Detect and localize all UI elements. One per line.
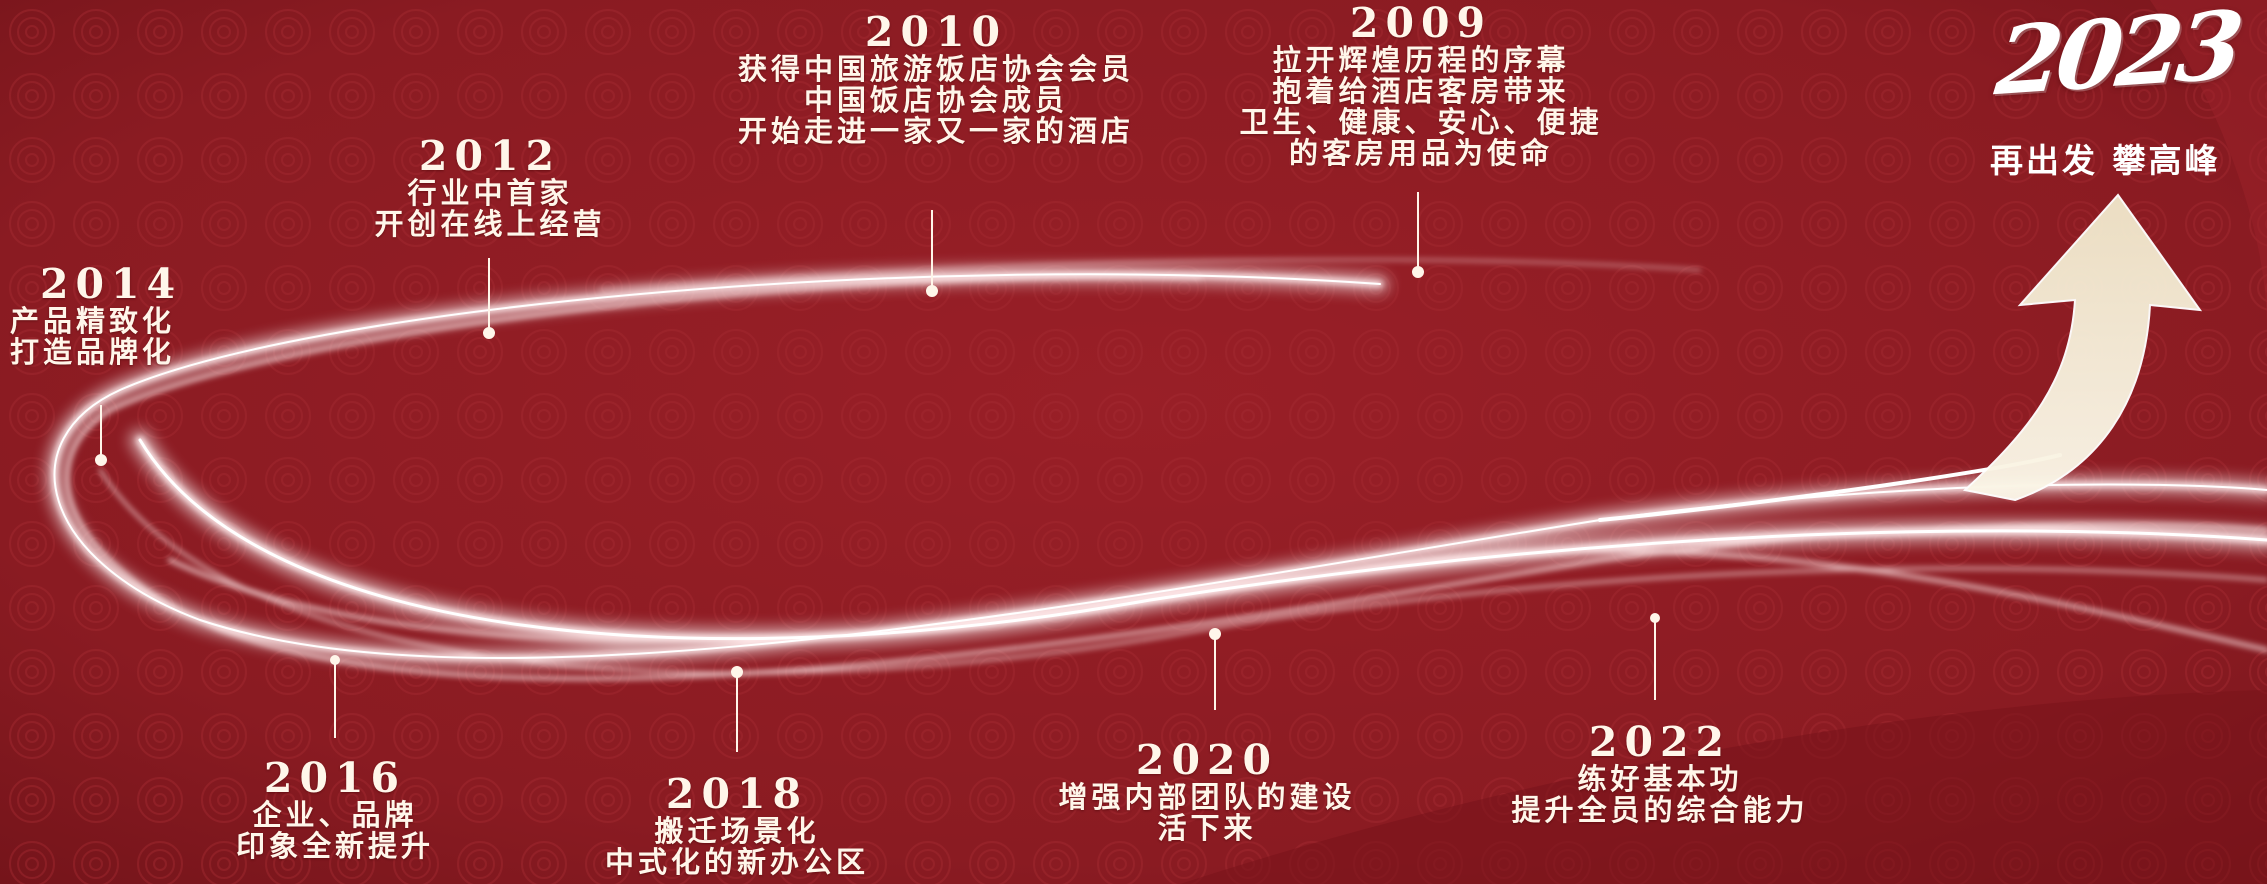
milestone-year: 2014 [40, 260, 183, 308]
milestone-2009: 2009 拉开辉煌历程的序幕 抱着给酒店客房带来 卫生、健康、安心、便捷 的客房… [1239, 1, 1602, 169]
dot-2014 [95, 454, 107, 466]
milestone-2022: 2022 练好基本功 提升全员的综合能力 [1511, 720, 1808, 826]
milestone-2010: 2010 获得中国旅游饭店协会会员 中国饭店协会成员 开始走进一家又一家的酒店 [738, 10, 1134, 147]
milestone-text: 获得中国旅游饭店协会会员 [737, 52, 1135, 86]
milestone-text: 卫生、健康、安心、便捷 [1239, 105, 1603, 139]
dot-2018 [731, 666, 743, 678]
milestone-text: 行业中首家 [407, 176, 573, 210]
milestone-text: 抱着给酒店客房带来 [1272, 74, 1570, 108]
dot-2010 [926, 285, 938, 297]
dot-2016 [330, 655, 340, 665]
milestone-text: 中式化的新办公区 [604, 845, 870, 879]
milestone-year: 2020 [1135, 736, 1279, 784]
milestone-text: 增强内部团队的建设 [1058, 780, 1356, 814]
milestone-year: 2022 [1588, 718, 1732, 766]
milestone-text: 印象全新提升 [235, 829, 435, 863]
milestone-text: 中国饭店协会成员 [803, 83, 1069, 117]
milestone-text: 的客房用品为使命 [1288, 136, 1554, 170]
milestone-text: 拉开辉煌历程的序幕 [1272, 43, 1570, 77]
rising-arrow-icon [1962, 193, 2203, 502]
milestone-text: 企业、品牌 [252, 798, 418, 832]
milestone-year: 2016 [263, 754, 407, 802]
milestone-text: 开创在线上经营 [374, 207, 606, 241]
milestone-year: 2010 [864, 8, 1008, 56]
dot-2022 [1650, 613, 1660, 623]
milestone-2014: 2014 产品精致化 打造品牌化 [10, 262, 182, 368]
milestone-text: 搬迁场景化 [654, 814, 820, 848]
milestone-year: 2018 [665, 770, 809, 818]
milestone-text: 开始走进一家又一家的酒店 [737, 114, 1135, 148]
dot-2020 [1209, 628, 1221, 640]
milestone-2016: 2016 企业、品牌 印象全新提升 [236, 756, 434, 862]
milestone-year: 2009 [1349, 0, 1493, 47]
milestone-text: 提升全员的综合能力 [1511, 793, 1809, 827]
dot-2012 [483, 327, 495, 339]
milestone-text: 练好基本功 [1577, 762, 1743, 796]
milestone-text: 产品精致化 [10, 304, 176, 338]
brand-slogan: 再出发 攀高峰 [1990, 141, 2221, 180]
milestone-2018: 2018 搬迁场景化 中式化的新办公区 [605, 772, 869, 878]
milestone-2020: 2020 增强内部团队的建设 活下来 [1058, 738, 1355, 844]
milestone-year: 2012 [418, 132, 562, 180]
milestone-text: 打造品牌化 [10, 335, 176, 369]
dot-2009 [1412, 266, 1424, 278]
light-ribbon [45, 258, 2267, 681]
milestone-2012: 2012 行业中首家 开创在线上经营 [374, 134, 605, 240]
brand-year: 2023 [1990, 0, 2243, 118]
milestone-text: 活下来 [1157, 811, 1257, 845]
